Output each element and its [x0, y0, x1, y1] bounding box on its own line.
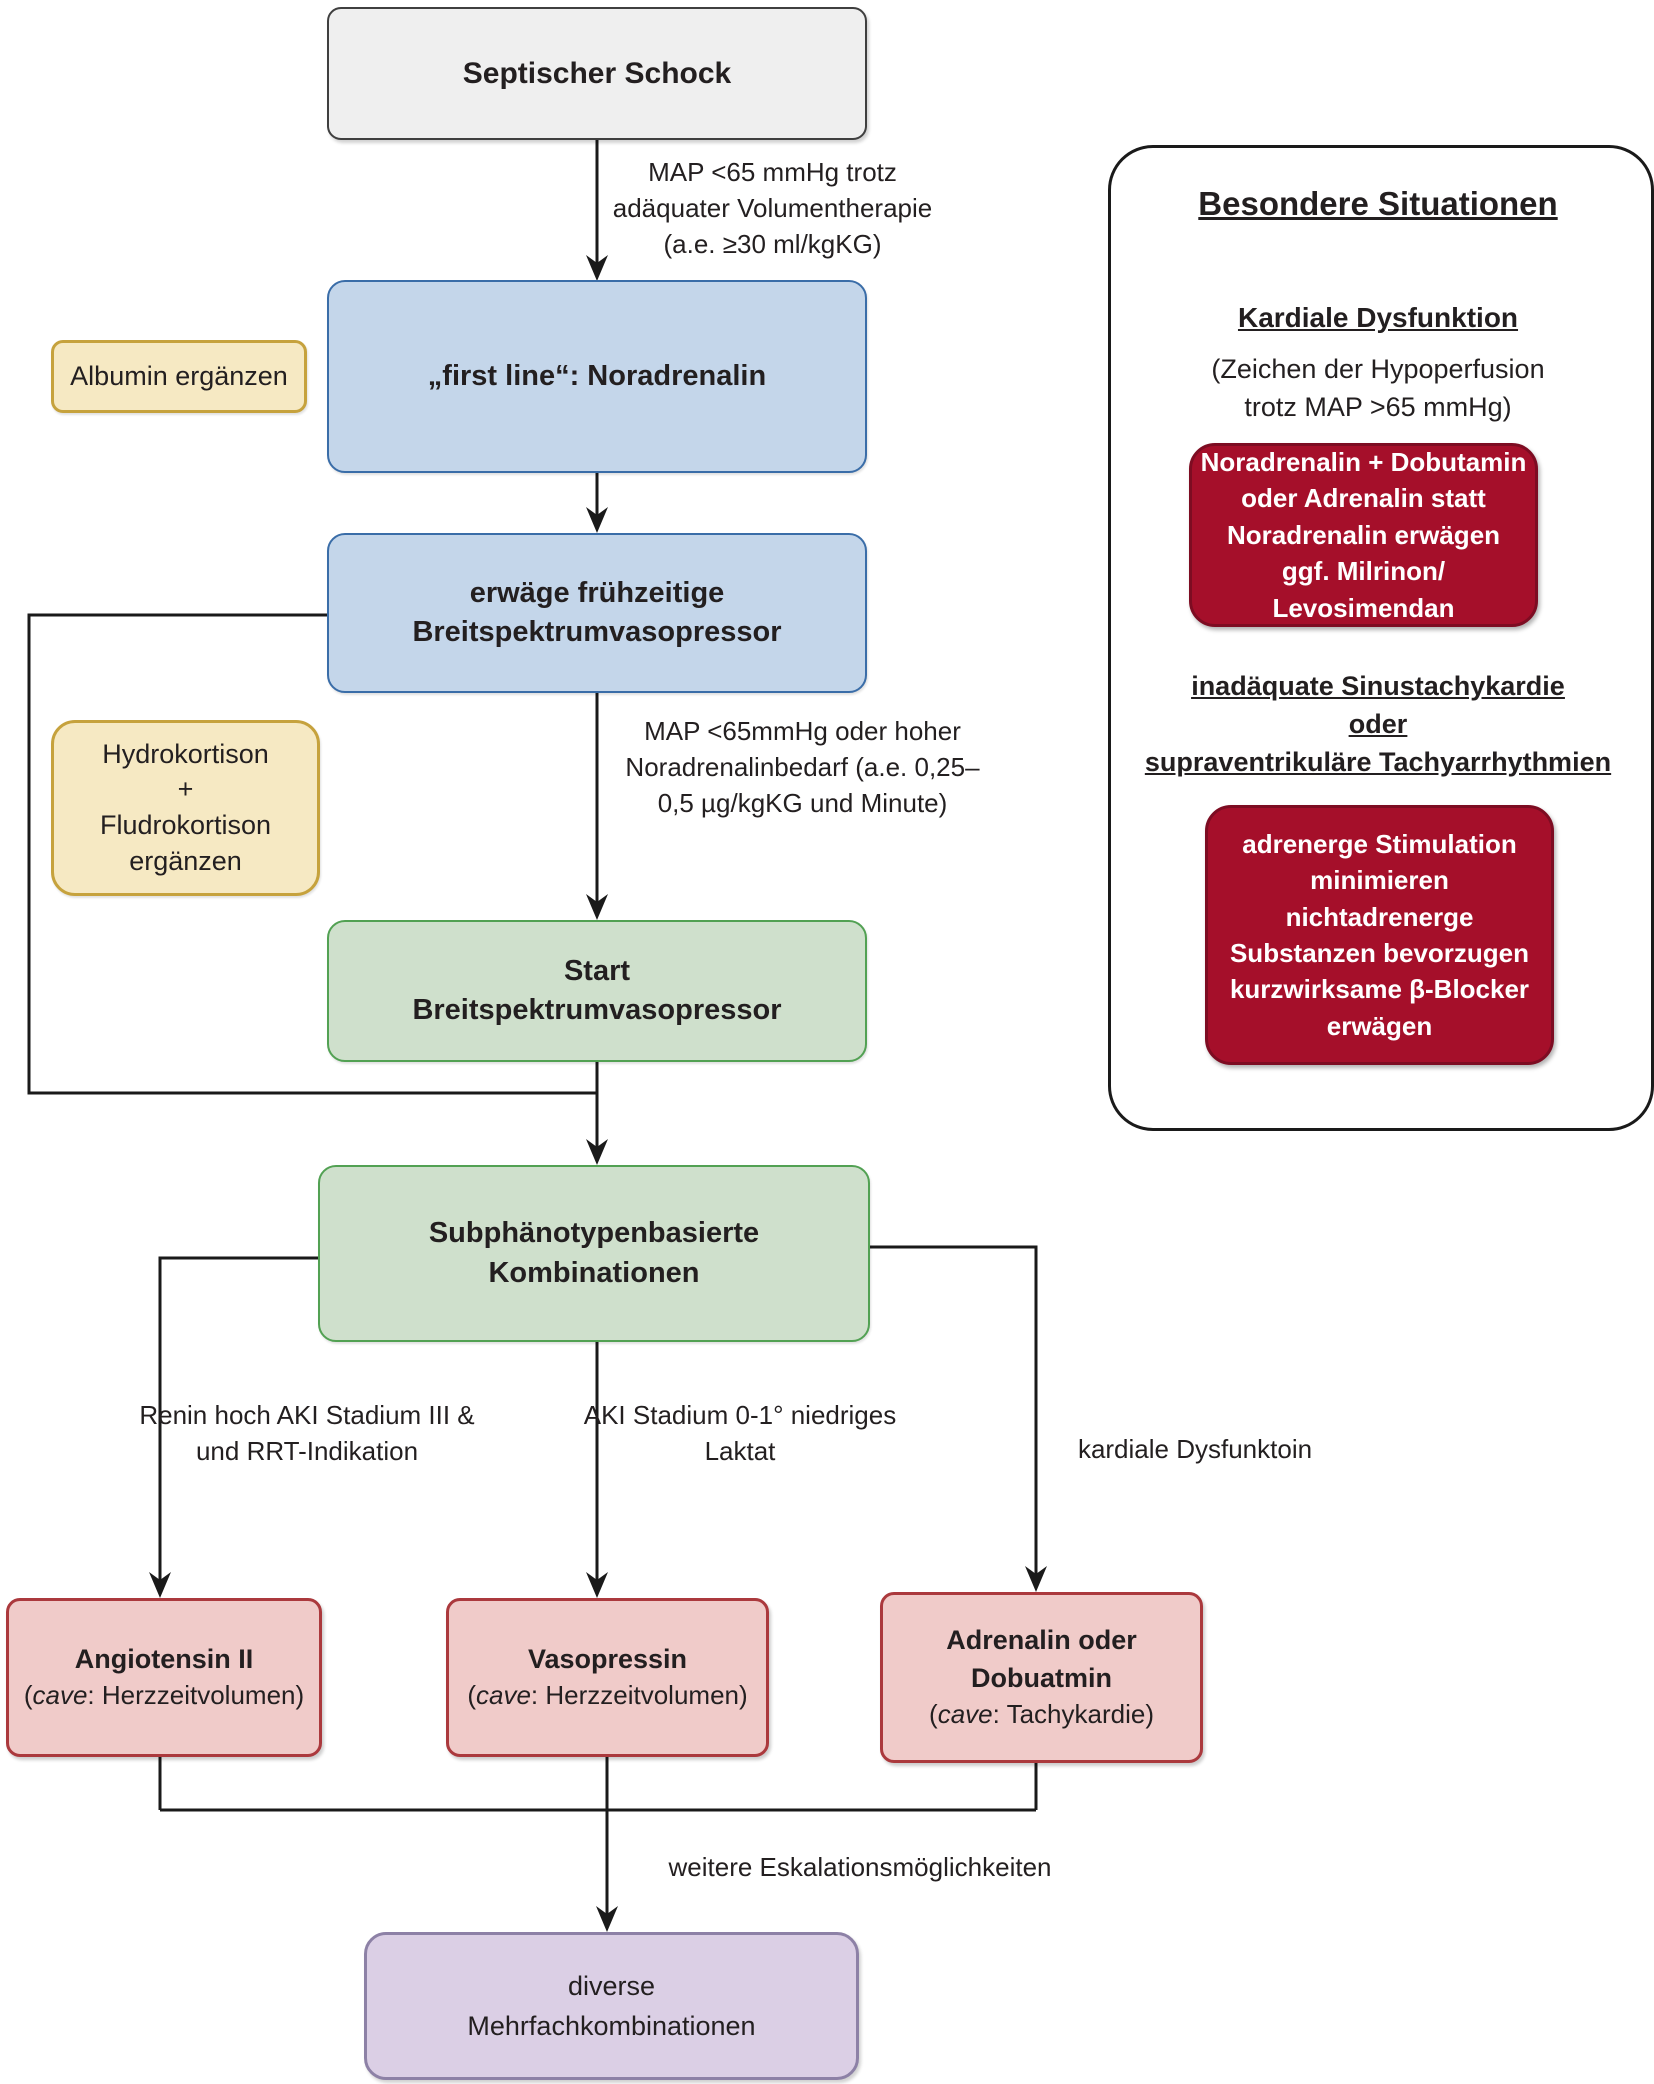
- node-cave-note: (cave: Herzzeitvolumen): [24, 1678, 304, 1714]
- node-title: Angiotensin II: [74, 1643, 254, 1674]
- panel-note-line: (Zeichen der Hypoperfusion: [1211, 354, 1545, 384]
- panel-box-line: ggf. Milrinon/: [1281, 556, 1446, 587]
- node-label: „first line“: Noradrenalin: [427, 359, 767, 392]
- cave-word: cave: [937, 1698, 993, 1729]
- panel-box-line: Substanzen bevorzugen: [1229, 938, 1530, 968]
- note-label-line: Fludrokortison: [99, 810, 272, 840]
- edge-label-line: RRT-Indikation: [246, 1435, 419, 1466]
- panel-box-line: erwägen: [1326, 1010, 1433, 1041]
- panel-box-line: Noradrenalin erwägen: [1226, 519, 1501, 550]
- cave-rest: : Herzzeitvolumen): [87, 1680, 305, 1711]
- node-label-line: Breitspektrumvasopressor: [412, 994, 782, 1026]
- cave-rest: : Herzzeitvolumen): [530, 1680, 748, 1711]
- node-label-line: Mehrfachkombinationen: [467, 2011, 756, 2041]
- node-adrenalin-dobutamin: Adrenalin oder Dobuatmin (cave: Tachykar…: [880, 1592, 1203, 1763]
- panel-box-line: adrenerge Stimulation: [1242, 828, 1517, 859]
- edge-label-line: AKI Stadium III & und: [195, 1400, 475, 1466]
- edge-label-line: oder: [835, 716, 888, 746]
- node-title-line: Adrenalin oder: [946, 1625, 1137, 1656]
- node-subphaenotypen-kombinationen: Subphänotypenbasierte Kombinationen: [318, 1165, 870, 1342]
- note-label-line: ergänzen: [129, 845, 242, 876]
- node-vasopressin: Vasopressin (cave: Herzzeitvolumen): [446, 1598, 769, 1757]
- edge-label-line: AKI Stadium: [583, 1400, 729, 1430]
- cave-prefix: (: [467, 1680, 476, 1711]
- edge-label-line: Renin hoch: [139, 1400, 271, 1430]
- edge-label-aki: AKI Stadium 0-1° niedriges Laktat: [570, 1398, 910, 1470]
- panel-heading-line: supraventrikuläre Tachyarrhythmien: [1144, 746, 1612, 777]
- note-hydrokortison: Hydrokortison + Fludrokortison ergänzen: [51, 720, 320, 896]
- panel-heading-line: inadäquate Sinustachykardie: [1191, 671, 1565, 701]
- arrowhead: [586, 507, 608, 533]
- node-label: Septischer Schock: [462, 56, 732, 90]
- panel-box-line: kurzwirksame β-Blocker: [1229, 974, 1530, 1005]
- edge-label-line: und Minute): [809, 787, 948, 818]
- node-first-line-noradrenalin: „first line“: Noradrenalin: [327, 280, 867, 473]
- edge-label-line: (a.e. 0,25–0,5 µg/kgKG: [657, 751, 980, 818]
- panel-heading-line: oder: [1348, 708, 1408, 739]
- panel-box-line: oder Adrenalin statt: [1241, 483, 1486, 514]
- cave-word: cave: [476, 1680, 531, 1711]
- edge-label-map-oder: MAP <65mmHg oder hoher Noradrenalinbedar…: [615, 714, 990, 822]
- node-label-line: diverse: [567, 1970, 656, 2001]
- edge-label-line: MAP <65mmHg: [644, 716, 828, 746]
- edge-label-line: weitere Eskalationsmöglichkeiten: [668, 1852, 1052, 1882]
- edge-label-map-trotz: MAP <65 mmHg trotz adäquater Volumenther…: [600, 155, 945, 263]
- node-start-breitspektrumvasopressor: Start Breitspektrumvasopressor: [327, 920, 867, 1062]
- node-label-line: erwäge frühzeitige: [469, 576, 725, 609]
- cave-prefix: (: [23, 1680, 33, 1711]
- edge-label-eskalation: weitere Eskalationsmöglichkeiten: [650, 1850, 1070, 1886]
- edge-label-kardiale-dysfunktion: kardiale Dysfunktoin: [1040, 1432, 1350, 1468]
- node-label-line: Breitspektrumvasopressor: [412, 616, 782, 648]
- node-diverse-mehrfachkombinationen: diverse Mehrfachkombinationen: [364, 1932, 859, 2080]
- note-label: Albumin ergänzen: [70, 360, 288, 391]
- edge-label-line: hoher Noradrenalinbedarf: [625, 716, 961, 782]
- edge-label-line: kardiale Dysfunktoin: [1077, 1434, 1313, 1464]
- node-title-line: Dobuatmin: [971, 1662, 1112, 1693]
- cave-prefix: (: [929, 1698, 938, 1729]
- edge-label-line: adäquater Volumentherapie: [612, 192, 933, 223]
- panel-heading-sinustachykardie: inadäquate Sinustachykardie oder suprave…: [1108, 668, 1648, 781]
- arrowhead: [586, 894, 608, 920]
- arrowhead: [586, 1572, 608, 1598]
- arrowhead: [596, 1906, 618, 1932]
- edge-label-line: 0-1°: [735, 1400, 784, 1430]
- node-erwaege-breitspektrumvasopressor: erwäge frühzeitige Breitspektrumvasopres…: [327, 533, 867, 693]
- panel-note-hypoperfusion: (Zeichen der Hypoperfusion trotz MAP >65…: [1108, 350, 1648, 427]
- cave-word: cave: [32, 1680, 88, 1711]
- node-angiotensin: Angiotensin II (cave: Herzzeitvolumen): [6, 1598, 322, 1757]
- panel-box-line: nichtadrenerge: [1285, 901, 1474, 932]
- node-septischer-schock: Septischer Schock: [327, 7, 867, 140]
- node-cave-note: (cave: Herzzeitvolumen): [467, 1678, 747, 1714]
- node-label-line: Start: [563, 954, 631, 987]
- panel-box-line: minimieren: [1310, 865, 1449, 896]
- panel-box-noradrenalin-dobutamin: Noradrenalin + Dobutamin oder Adrenalin …: [1189, 443, 1538, 627]
- arrowhead: [1025, 1566, 1047, 1592]
- arrowhead: [586, 1139, 608, 1165]
- note-label-line: +: [177, 774, 194, 805]
- panel-heading-kardiale-dysfunktion: Kardiale Dysfunktion: [1237, 302, 1519, 333]
- edge-label-line: MAP <65 mmHg trotz: [648, 157, 897, 187]
- edge-label-line: niedriges Laktat: [704, 1400, 897, 1466]
- arrowhead: [149, 1572, 171, 1598]
- panel-box-line: Levosimendan: [1272, 592, 1455, 623]
- panel-note-line: trotz MAP >65 mmHg): [1244, 392, 1512, 423]
- node-label-line: Kombinationen: [488, 1256, 700, 1289]
- node-label-line: Subphänotypenbasierte: [428, 1217, 760, 1250]
- note-albumin: Albumin ergänzen: [51, 340, 307, 413]
- panel-box-line: Noradrenalin + Dobutamin: [1200, 447, 1527, 478]
- edge-label-line: (a.e. ≥30 ml/kgKG): [663, 228, 882, 259]
- note-label-line: Hydrokortison: [102, 738, 269, 769]
- node-title: Vasopressin: [527, 1643, 688, 1674]
- panel-box-adrenerge-stimulation: adrenerge Stimulation minimieren nichtad…: [1205, 805, 1554, 1065]
- panel-title: Besondere Situationen: [1198, 185, 1558, 222]
- cave-rest: : Tachykardie): [992, 1698, 1154, 1729]
- node-cave-note: (cave: Tachykardie): [929, 1697, 1154, 1733]
- edge-label-renin: Renin hoch AKI Stadium III & und RRT-Ind…: [137, 1398, 477, 1470]
